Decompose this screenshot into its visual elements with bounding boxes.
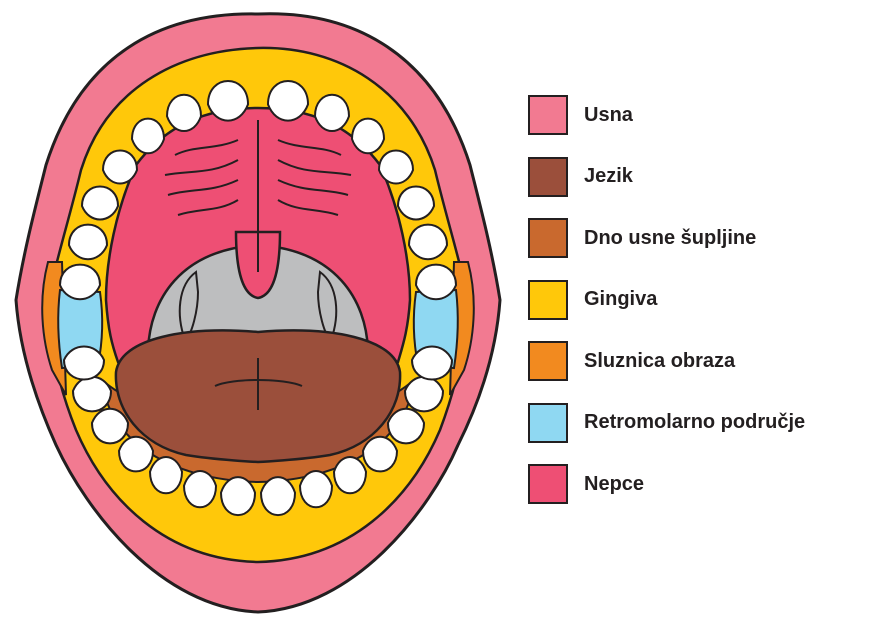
tooth: [412, 347, 452, 380]
legend-label: Sluznica obraza: [584, 350, 735, 373]
tooth: [315, 95, 349, 131]
tooth: [208, 81, 248, 121]
legend-item-usna: Usna: [528, 94, 888, 136]
tooth: [103, 151, 137, 184]
tooth: [221, 477, 255, 515]
legend-label: Retromolarno područje: [584, 411, 805, 434]
tooth: [73, 377, 111, 412]
legend-swatch: [528, 464, 568, 504]
tooth: [268, 81, 308, 121]
tooth: [388, 409, 424, 444]
tooth: [184, 471, 216, 507]
legend-swatch: [528, 341, 568, 381]
tooth: [60, 265, 100, 300]
legend-label: Gingiva: [584, 288, 657, 311]
tooth: [64, 347, 104, 380]
legend-label: Dno usne šupljine: [584, 227, 756, 250]
legend-item-nepce: Nepce: [528, 463, 888, 505]
legend-swatch: [528, 95, 568, 135]
tooth: [92, 409, 128, 444]
legend-swatch: [528, 403, 568, 443]
tooth: [167, 95, 201, 131]
legend-item-dno-usne-supljine: Dno usne šupljine: [528, 217, 888, 259]
legend-label: Nepce: [584, 473, 644, 496]
legend-swatch: [528, 157, 568, 197]
tooth: [82, 187, 118, 220]
tooth: [379, 151, 413, 184]
legend-item-retromolarno-podrucje: Retromolarno područje: [528, 402, 888, 444]
legend-item-sluznica-obraza: Sluznica obraza: [528, 340, 888, 382]
tooth: [132, 119, 164, 154]
tooth: [409, 225, 447, 260]
tooth: [150, 457, 182, 493]
tooth: [300, 471, 332, 507]
legend-swatch: [528, 280, 568, 320]
legend-label: Jezik: [584, 165, 633, 188]
legend-label: Usna: [584, 104, 633, 127]
legend-swatch: [528, 218, 568, 258]
tooth: [334, 457, 366, 493]
tooth: [363, 437, 397, 472]
tooth: [416, 265, 456, 300]
tooth: [352, 119, 384, 154]
legend: Usna Jezik Dno usne šupljine Gingiva Slu…: [528, 94, 888, 525]
tooth: [405, 377, 443, 412]
tooth: [261, 477, 295, 515]
tooth: [119, 437, 153, 472]
tooth: [398, 187, 434, 220]
legend-item-gingiva: Gingiva: [528, 279, 888, 321]
legend-item-jezik: Jezik: [528, 156, 888, 198]
tooth: [69, 225, 107, 260]
